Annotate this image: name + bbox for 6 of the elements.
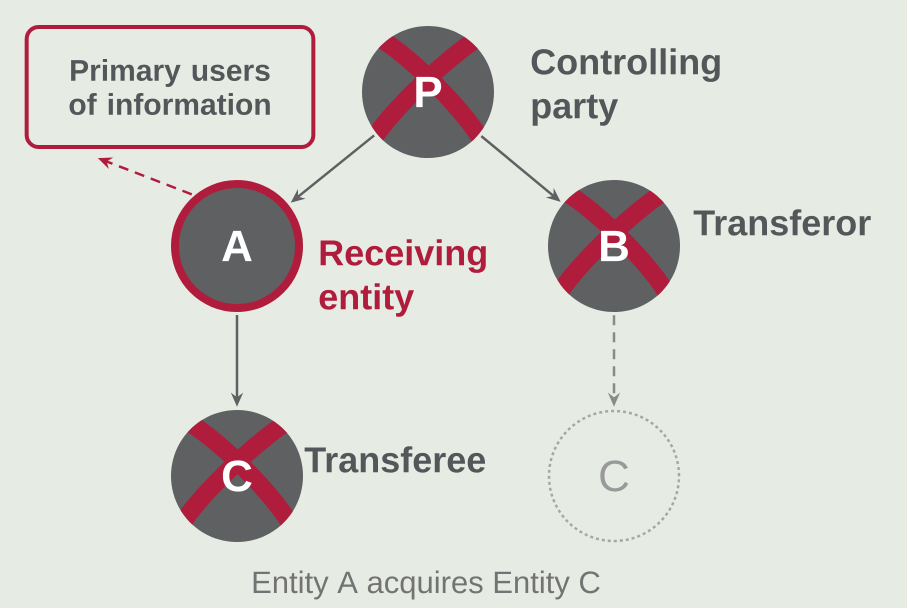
side-label: Receiving entity (320, 239, 486, 317)
caption: Entity A acquires Entity C (254, 570, 600, 600)
side-label: Transferor (694, 209, 871, 236)
side-label: Transferee (304, 446, 486, 473)
side-label: Controlling party (532, 48, 720, 126)
text-box: Primary users of information (24, 25, 316, 149)
